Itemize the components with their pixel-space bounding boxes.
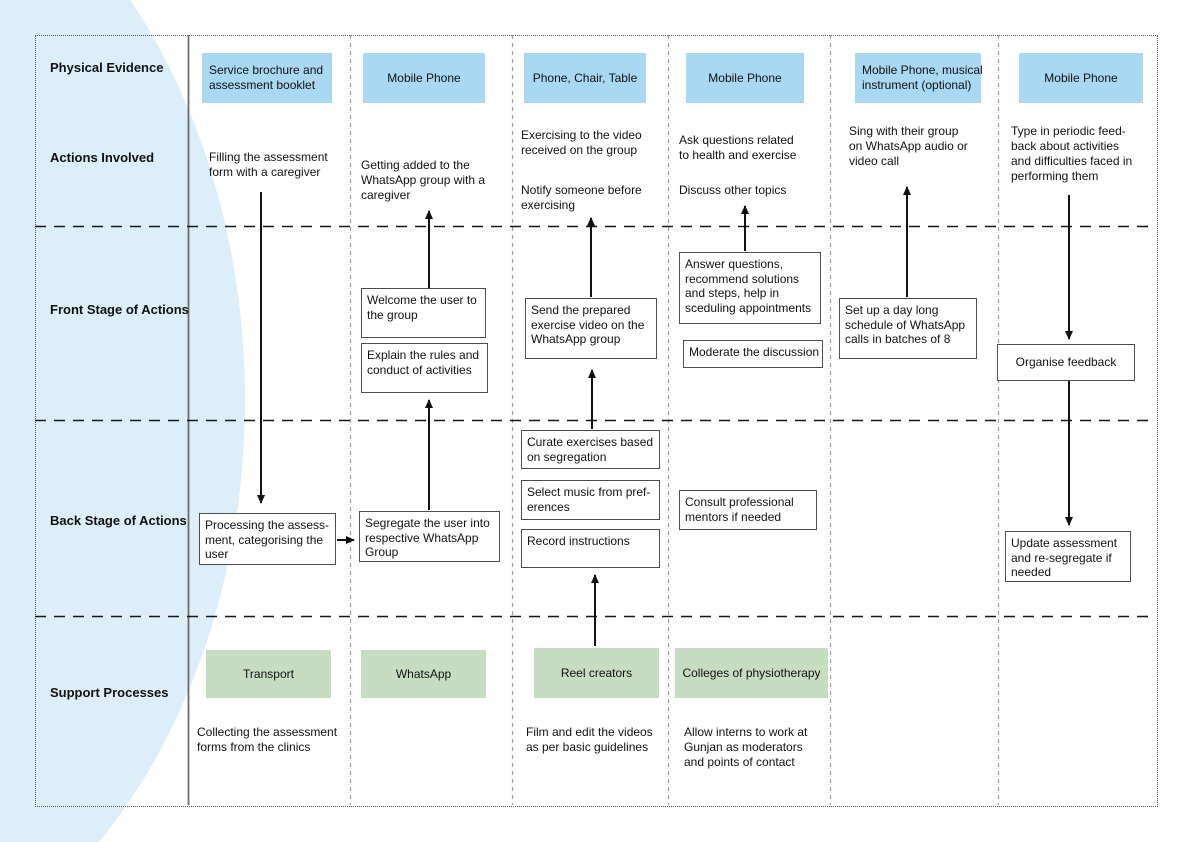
action-getting-added: Getting added to the WhatsApp group with… [361, 158, 486, 202]
row-label-actions-involved: Actions Involved [50, 150, 155, 165]
front-box-answer-questions: Answer questions, recommend solutions an… [679, 252, 821, 324]
row-label-support-processes: Support Processes [50, 685, 169, 700]
support-note-film: Film and edit the videos as per basic gu… [526, 725, 653, 754]
front-box-explain-rules: Explain the rules and conduct of activit… [361, 343, 488, 393]
back-box-curate: Curate exercises based on segregation [521, 430, 660, 469]
action-notify: Notify someone before exercising [521, 183, 642, 212]
back-box-consult: Consult professional mentors if needed [679, 490, 817, 530]
action-type-feedback: Type in periodic feed- back about activi… [1011, 124, 1133, 183]
back-box-select-music: Select music from pref- erences [521, 480, 660, 520]
back-box-record: Record instructions [521, 529, 660, 568]
evidence-box-mobile-phone-3: Mobile Phone [1019, 53, 1143, 103]
action-filling: Filling the assessment form with a careg… [209, 150, 328, 179]
action-ask-questions: Ask questions related to health and exer… [679, 133, 797, 162]
action-exercising: Exercising to the video received on the … [521, 128, 642, 157]
evidence-box-musical-instrument: Mobile Phone, musical instrument (option… [855, 53, 983, 103]
support-box-whatsapp: WhatsApp [361, 650, 486, 698]
row-label-back-stage: Back Stage of Actions [50, 513, 187, 528]
front-box-send-video: Send the prepared exercise video on the … [525, 298, 657, 359]
evidence-box-mobile-phone-2: Mobile Phone [686, 53, 804, 103]
action-discuss-topics: Discuss other topics [679, 183, 787, 197]
front-box-organise-feedback: Organise feedback [997, 344, 1135, 381]
front-box-setup-schedule: Set up a day long schedule of WhatsApp c… [839, 298, 977, 359]
support-note-allow-interns: Allow interns to work at Gunjan as moder… [684, 725, 808, 769]
support-note-collecting: Collecting the assessment forms from the… [197, 725, 338, 754]
front-box-moderate: Moderate the discussion [683, 340, 823, 368]
support-box-transport: Transport [206, 650, 331, 698]
back-box-processing: Processing the assess- ment, categorisin… [199, 513, 336, 565]
support-box-colleges: Colleges of physiotherapy [675, 648, 828, 698]
front-box-welcome: Welcome the user to the group [361, 288, 486, 338]
evidence-box-mobile-phone-1: Mobile Phone [363, 53, 485, 103]
row-label-front-stage: Front Stage of Actions [50, 302, 189, 317]
row-label-physical-evidence: Physical Evidence [50, 60, 164, 75]
action-sing: Sing with their group on WhatsApp audio … [849, 124, 968, 168]
evidence-box-brochure: Service brochure and assessment booklet [202, 53, 332, 103]
back-box-update-assessment: Update assessment and re-segregate if ne… [1005, 531, 1131, 582]
evidence-box-phone-chair-table: Phone, Chair, Table [524, 53, 646, 103]
support-box-reel-creators: Reel creators [534, 648, 659, 698]
back-box-segregate: Segregate the user into respective Whats… [359, 511, 500, 562]
